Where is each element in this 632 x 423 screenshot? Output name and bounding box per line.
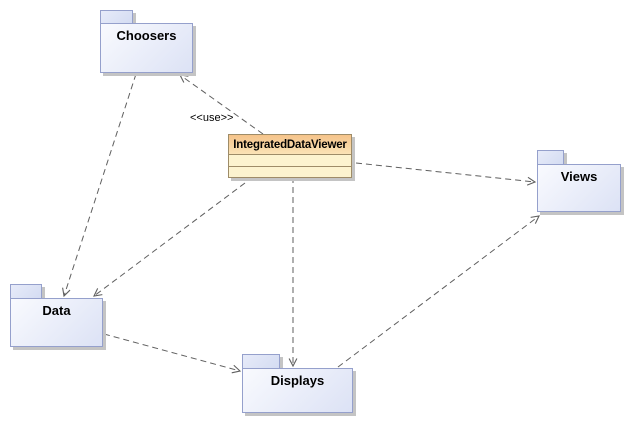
class-title-label: IntegratedDataViewer <box>229 135 351 155</box>
package-label-data: Data <box>42 303 71 318</box>
class-attributes-compartment <box>229 155 351 166</box>
package-body: Choosers <box>100 23 193 73</box>
package-tab <box>242 354 280 369</box>
edge-integrateddataviewer-to-data <box>93 176 254 297</box>
edge-integrateddataviewer-to-choosers <box>179 74 264 135</box>
package-body: Views <box>537 164 621 212</box>
edge-integrateddataviewer-to-views <box>355 162 537 186</box>
edge-choosers-to-data <box>62 73 137 298</box>
package-tab <box>100 10 133 24</box>
package-views: Views <box>537 150 624 215</box>
class-operations-compartment <box>229 166 351 177</box>
package-tab <box>10 284 42 299</box>
edge-displays-to-views <box>337 215 540 368</box>
package-label-choosers: Choosers <box>116 28 177 43</box>
package-data: Data <box>10 284 106 350</box>
package-displays: Displays <box>242 354 356 416</box>
package-tab <box>537 150 564 165</box>
edge-data-to-displays <box>103 333 242 374</box>
package-label-displays: Displays <box>270 373 325 388</box>
package-choosers: Choosers <box>100 10 196 76</box>
package-body: Data <box>10 298 103 347</box>
package-body: Displays <box>242 368 353 413</box>
package-label-views: Views <box>560 169 598 184</box>
class-integrateddataviewer: IntegratedDataViewer <box>228 134 352 178</box>
use-stereotype-label: <<use>> <box>190 112 234 124</box>
